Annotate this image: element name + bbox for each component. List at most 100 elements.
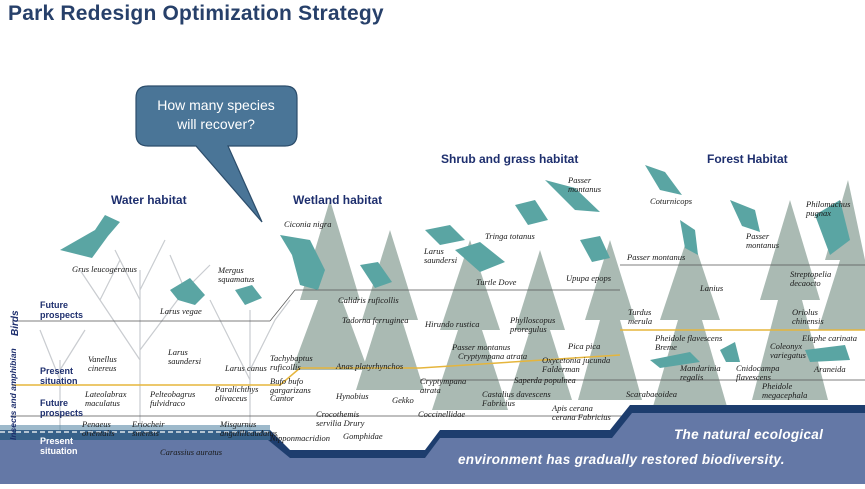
species-label: Pica pica bbox=[568, 341, 601, 351]
bird-icon bbox=[425, 225, 465, 245]
lizard-icon bbox=[650, 352, 700, 368]
species-label: Mergus squamatus bbox=[218, 265, 255, 284]
crane-icon bbox=[60, 215, 120, 258]
row-label-line: Future bbox=[40, 398, 68, 408]
row-label-line: Present bbox=[40, 366, 74, 376]
callout-bubble bbox=[135, 85, 298, 223]
species-label: Upupa epops bbox=[566, 273, 612, 283]
species-label: Oriolus chinensis bbox=[792, 307, 824, 326]
row-label-line: situation bbox=[40, 376, 78, 386]
species-label: Larus saundersi bbox=[168, 347, 202, 366]
group-label-birds: Birds bbox=[10, 310, 21, 336]
bird-icon bbox=[580, 236, 610, 262]
species-label: Turtle Dove bbox=[476, 277, 517, 287]
species-label: Araneida bbox=[814, 364, 846, 374]
species-label: Cnidocampa flavescens bbox=[736, 363, 780, 382]
habitat-label-water: Water habitat bbox=[111, 193, 187, 207]
group-label-insects: Insects and amphibian bbox=[8, 348, 18, 440]
stork-icon bbox=[280, 235, 325, 290]
bird-icon bbox=[455, 242, 505, 272]
species-label: Oxycetonia jucunda Falderman bbox=[542, 355, 611, 374]
species-label: Tachybaptus ruficollis bbox=[270, 353, 313, 372]
species-label: Scarabaeoidea bbox=[626, 389, 677, 399]
species-label: Larus canus bbox=[225, 363, 267, 373]
species-label: Cryptympana atrata bbox=[458, 351, 528, 361]
row-label-line: prospects bbox=[40, 408, 84, 418]
species-label: Passer montanus bbox=[452, 342, 511, 352]
bird-icon bbox=[360, 262, 392, 288]
species-label: Misgurnus anguillicaudatus bbox=[220, 419, 278, 438]
species-label: Gekko bbox=[392, 395, 414, 405]
species-label: Larus vegae bbox=[160, 306, 202, 316]
species-label: Passer montanus bbox=[568, 175, 602, 194]
species-label: Lanius bbox=[700, 283, 724, 293]
species-label: Grus leucogeranus bbox=[72, 264, 137, 274]
species-label: Penaeus orientalis bbox=[82, 419, 115, 438]
footer-line-2: environment has gradually restored biodi… bbox=[458, 452, 785, 467]
species-label: Hirundo rustica bbox=[425, 319, 480, 329]
habitat-label-wetland: Wetland habitat bbox=[293, 193, 383, 207]
ground-band bbox=[0, 405, 865, 484]
snake-icon bbox=[805, 345, 850, 362]
row-label-insects-future: Future prospects bbox=[40, 398, 83, 418]
species-label: Crocothemis servilia Drury bbox=[316, 409, 365, 428]
species-label: Larus saundersi bbox=[424, 246, 458, 265]
row-label-line: Present bbox=[40, 436, 74, 446]
bird-icon bbox=[730, 200, 760, 232]
row-label-birds-future: Future prospects bbox=[40, 300, 83, 320]
callout-line-2: will recover? bbox=[177, 116, 255, 132]
bird-icon bbox=[515, 200, 548, 225]
bird-icon bbox=[815, 200, 850, 255]
species-label: Eriocheir sinensis bbox=[132, 419, 165, 438]
habitat-label-forest: Forest Habitat bbox=[707, 152, 788, 166]
species-label: Passer montanus bbox=[627, 252, 686, 262]
species-label: Pheidole flavescens Breme bbox=[655, 333, 723, 352]
species-label: Cryptympana atrata bbox=[420, 376, 467, 395]
row-label-line: prospects bbox=[40, 310, 84, 320]
species-label: Coleonyx variegatus bbox=[770, 341, 806, 360]
species-label: Calidris ruficollis bbox=[338, 295, 399, 305]
row-label-insects-present: Present situation bbox=[40, 436, 78, 456]
row-label-line: Future bbox=[40, 300, 68, 310]
callout-text: How many species will recover? bbox=[140, 96, 292, 134]
species-label: Philomachus pugnax bbox=[806, 199, 851, 218]
species-label: Vanellus cinereus bbox=[88, 354, 117, 373]
species-label: Tringa totanus bbox=[485, 231, 535, 241]
species-label: Pelteobagrus fulvidraco bbox=[150, 389, 196, 408]
species-label: Carassius auratus bbox=[160, 447, 223, 457]
row-label-birds-present: Present situation bbox=[40, 366, 78, 386]
species-label: Nipponmacridion bbox=[270, 433, 330, 443]
bird-icon bbox=[680, 220, 698, 255]
species-label: Castalius davescens Fabricius bbox=[482, 389, 551, 408]
species-label: Hynobius bbox=[336, 391, 369, 401]
row-label-line: situation bbox=[40, 446, 78, 456]
footer-line-1: The natural ecological bbox=[674, 427, 824, 442]
species-label: Ciconia nigra bbox=[284, 219, 332, 229]
habitat-label-shrub: Shrub and grass habitat bbox=[441, 152, 579, 166]
species-label: Bufo bufo gargarizans Cantor bbox=[270, 376, 311, 403]
species-label: Turdus merula bbox=[628, 307, 653, 326]
page-title: Park Redesign Optimization Strategy bbox=[8, 2, 384, 25]
species-label: Paralichthys olivaceus bbox=[215, 384, 259, 403]
species-label: Passer montanus bbox=[746, 231, 780, 250]
species-label: Apis cerana cerana Fabricius bbox=[552, 403, 611, 422]
bird-icon bbox=[170, 278, 205, 305]
species-label: Coccinellidae bbox=[418, 409, 466, 419]
bird-icon bbox=[235, 285, 262, 305]
species-label: Gomphidae bbox=[343, 431, 383, 441]
present-situation-line bbox=[12, 329, 865, 386]
species-label: Saperda populnea bbox=[514, 375, 576, 385]
bird-icon bbox=[545, 180, 600, 212]
species-label: Phylloscopus proregulus bbox=[510, 315, 556, 334]
species-label: Mandarinia regalis bbox=[680, 363, 721, 382]
callout-line-1: How many species bbox=[157, 97, 275, 113]
bird-icon bbox=[645, 165, 682, 195]
species-label: Streptopelia decaocto bbox=[790, 269, 832, 288]
species-label: Anas platyrhynchos bbox=[336, 361, 404, 371]
species-label: Elaphe carinata bbox=[802, 333, 858, 343]
species-label: Lateolabrax maculatus bbox=[85, 389, 127, 408]
species-label: Coturnicops bbox=[650, 196, 693, 206]
species-label: Pheidole megacephala bbox=[762, 381, 808, 400]
